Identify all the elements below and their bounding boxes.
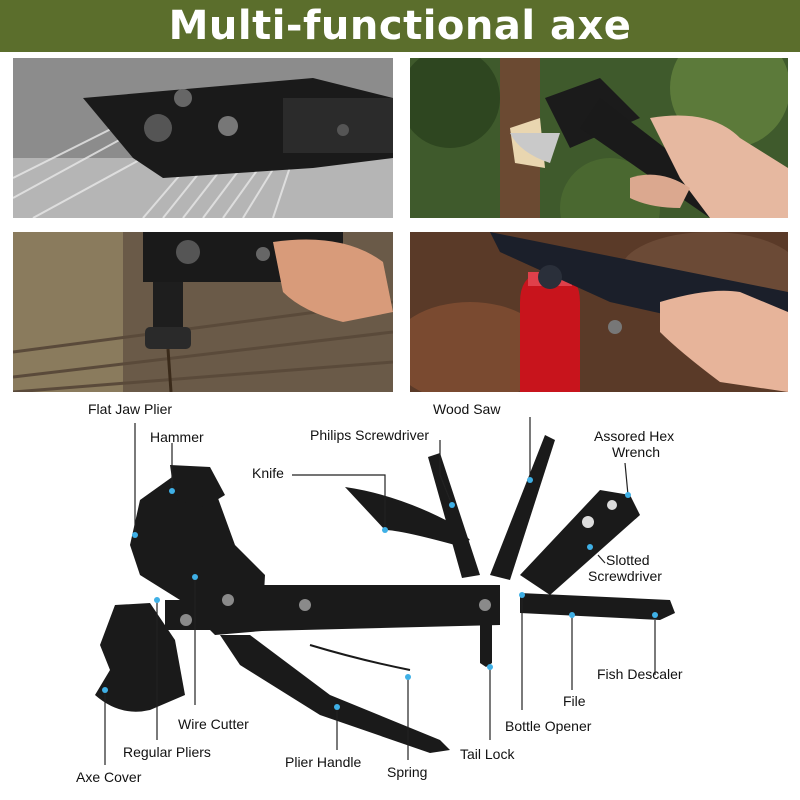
label-slotted-line1: Slotted xyxy=(606,552,650,568)
label-slotted-line2: Screwdriver xyxy=(588,568,662,584)
title-banner: Multi-functional axe xyxy=(0,0,800,52)
photo-hammering-nail xyxy=(13,232,393,392)
hex-wrench-blade xyxy=(520,490,640,595)
photo-cutting-wire xyxy=(13,58,393,218)
knife-blade xyxy=(345,487,470,545)
main-handle xyxy=(262,585,500,631)
tail-lock-piece xyxy=(480,625,492,667)
label-file: File xyxy=(563,693,586,709)
multitool-illustration xyxy=(95,435,675,753)
hammer-head xyxy=(170,465,225,507)
label-hex-wrench-line1: Assored Hex xyxy=(594,428,674,444)
page-title: Multi-functional axe xyxy=(168,3,632,49)
axe-head xyxy=(95,603,185,712)
label-flat-jaw-plier: Flat Jaw Plier xyxy=(88,401,172,417)
label-wood-saw: Wood Saw xyxy=(433,401,501,417)
label-bottle-opener: Bottle Opener xyxy=(505,718,592,734)
philips-screwdriver-blade xyxy=(428,453,480,578)
label-spring: Spring xyxy=(387,764,427,780)
label-hammer: Hammer xyxy=(150,429,204,445)
label-wire-cutter: Wire Cutter xyxy=(178,716,249,732)
file-blade xyxy=(520,593,675,620)
label-hex-wrench-line2: Wrench xyxy=(612,444,660,460)
label-regular-pliers: Regular Pliers xyxy=(123,744,211,760)
plier-handle-body xyxy=(220,635,450,753)
wood-saw-blade xyxy=(490,435,555,580)
photo-chopping-branch xyxy=(410,58,788,218)
label-fish-descaler: Fish Descaler xyxy=(597,666,683,682)
label-plier-handle: Plier Handle xyxy=(285,754,361,770)
photo-opening-bottle xyxy=(410,232,788,392)
label-knife: Knife xyxy=(252,465,284,481)
label-axe-cover: Axe Cover xyxy=(76,769,142,785)
label-philips-screwdriver: Philips Screwdriver xyxy=(310,427,429,443)
tool-diagram: Flat Jaw Plier Hammer Knife Philips Scre… xyxy=(76,401,683,785)
axe-neck xyxy=(165,600,215,630)
label-tail-lock: Tail Lock xyxy=(460,746,515,762)
